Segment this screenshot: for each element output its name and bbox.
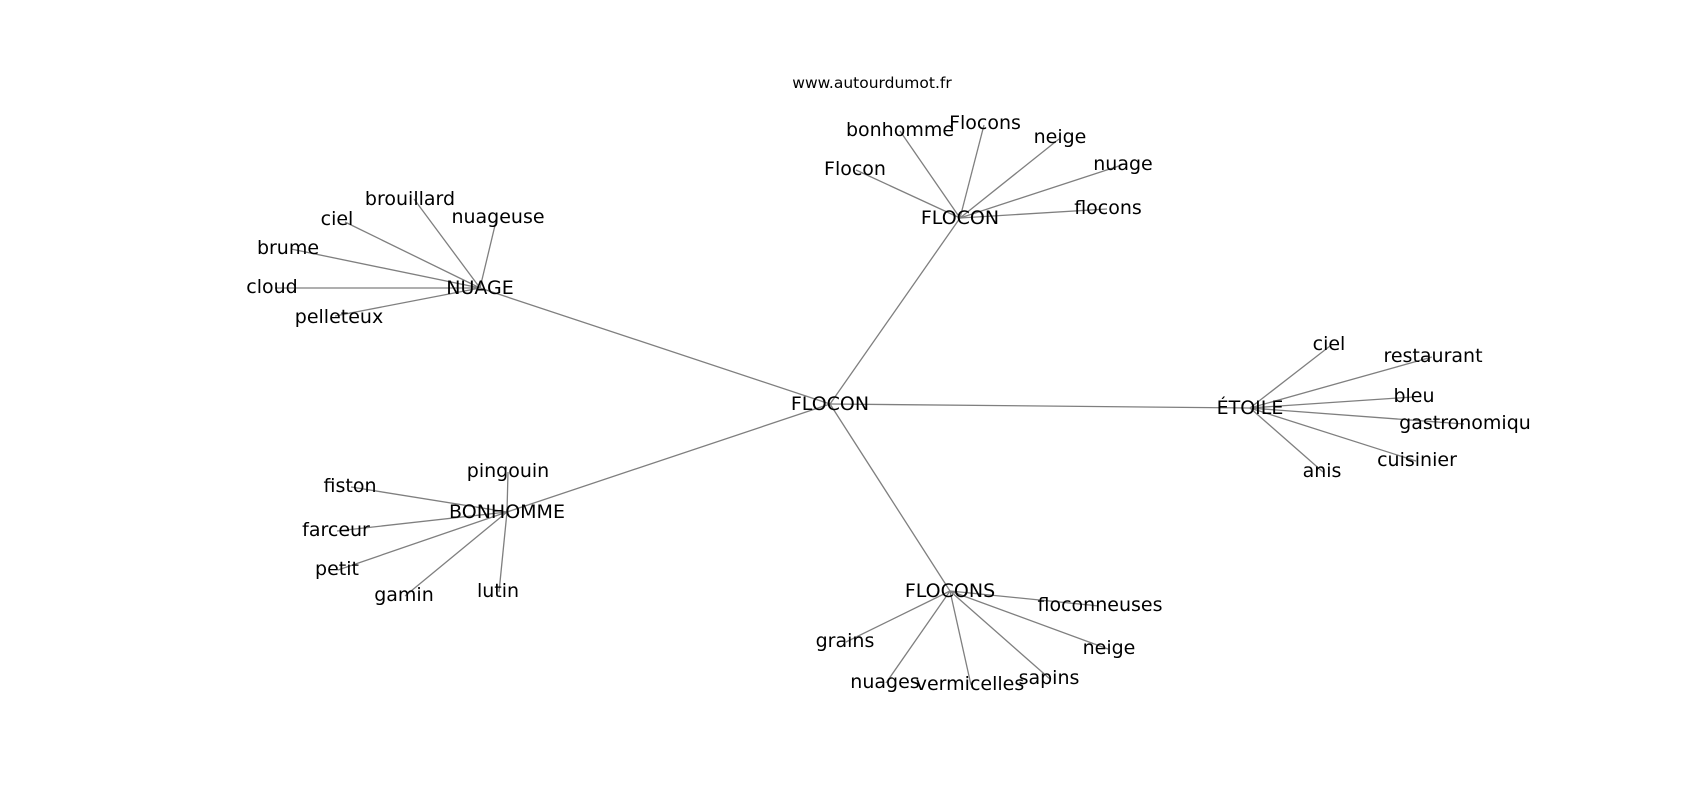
node-hub-etoile: ÉTOILE (1217, 396, 1284, 419)
edge-root-flocon (829, 217, 961, 405)
edge-root-flocons (829, 403, 951, 592)
node-leaf-flocons-3: nuages (850, 671, 919, 693)
edge-nuage-leaf-0 (413, 198, 481, 289)
node-leaf-etoile-4: cuisinier (1377, 449, 1457, 471)
graph-edges (275, 124, 1465, 686)
edge-root-etoile (829, 403, 1251, 409)
edge-bonhomme-leaf-2 (336, 511, 508, 532)
edge-flocons-leaf-3 (885, 590, 951, 684)
edge-flocons-leaf-1 (845, 590, 951, 643)
node-leaf-flocons-4: vermicelles (916, 673, 1024, 695)
edge-etoile-leaf-1 (1249, 356, 1433, 409)
edge-etoile-leaf-3 (1249, 407, 1465, 425)
node-hub-flocon: FLOCON (921, 207, 999, 229)
node-leaf-flocons-1: grains (816, 630, 875, 652)
node-leaf-nuage-3: brume (257, 237, 319, 259)
edge-flocons-leaf-2 (949, 590, 1109, 650)
node-leaf-etoile-1: restaurant (1383, 345, 1482, 367)
node-leaf-bonhomme-3: petit (315, 558, 359, 580)
edge-flocons-leaf-0 (949, 590, 1100, 607)
edge-etoile-leaf-0 (1249, 345, 1331, 409)
edge-nuage-leaf-5 (334, 287, 481, 317)
node-leaf-etoile-0: ciel (1313, 333, 1346, 355)
edge-nuage-leaf-2 (344, 221, 481, 289)
node-leaf-bonhomme-5: lutin (477, 580, 519, 602)
edge-flocon-leaf-1 (959, 124, 985, 219)
node-leaf-etoile-2: bleu (1393, 385, 1434, 407)
edge-bonhomme-leaf-1 (350, 486, 508, 513)
node-leaf-flocon-1: Flocons (949, 112, 1021, 134)
node-leaf-flocon-3: nuage (1093, 153, 1152, 175)
node-leaf-flocons-5: sapins (1019, 667, 1080, 689)
node-leaf-flocon-4: Flocon (824, 158, 886, 180)
edge-nuage-leaf-3 (290, 248, 481, 289)
node-leaf-nuage-2: ciel (321, 208, 354, 230)
graph-labels: FLOCONNUAGEbrouillardnuageusecielbrumecl… (246, 112, 1531, 695)
node-leaf-flocon-0: bonhomme (846, 119, 954, 141)
edge-flocons-leaf-4 (949, 590, 972, 686)
node-leaf-flocons-0: floconneuses (1038, 594, 1163, 616)
edge-flocons-leaf-5 (949, 590, 1051, 680)
edge-bonhomme-leaf-5 (498, 511, 508, 593)
node-hub-flocons: FLOCONS (905, 580, 995, 602)
node-hub-bonhomme: BONHOMME (449, 501, 565, 523)
edge-root-bonhomme (506, 403, 831, 513)
edge-flocon-leaf-3 (959, 164, 1123, 219)
node-leaf-nuage-1: nuageuse (451, 206, 544, 228)
edge-flocon-leaf-2 (959, 138, 1060, 219)
edge-flocon-leaf-4 (855, 169, 961, 219)
edge-flocon-leaf-5 (959, 208, 1108, 219)
edge-bonhomme-leaf-3 (337, 511, 508, 571)
edge-bonhomme-leaf-4 (404, 511, 508, 597)
node-leaf-flocons-2: neige (1083, 637, 1136, 659)
node-leaf-bonhomme-4: gamin (374, 584, 434, 606)
source-label: www.autourdumot.fr (792, 74, 952, 92)
node-leaf-bonhomme-2: farceur (302, 519, 370, 541)
node-leaf-bonhomme-1: fiston (324, 475, 377, 497)
edge-root-nuage (479, 287, 831, 405)
node-hub-nuage: NUAGE (446, 277, 514, 299)
edge-etoile-leaf-4 (1249, 407, 1417, 462)
edge-nuage-leaf-1 (479, 216, 498, 289)
node-leaf-nuage-0: brouillard (365, 188, 455, 210)
node-leaf-bonhomme-0: pingouin (467, 460, 549, 482)
edge-flocon-leaf-0 (899, 130, 961, 219)
edge-etoile-leaf-5 (1249, 407, 1324, 473)
node-leaf-flocon-5: flocons (1074, 197, 1142, 219)
edge-bonhomme-leaf-0 (506, 471, 509, 513)
node-leaf-etoile-5: anis (1303, 460, 1342, 482)
node-leaf-nuage-4: cloud (246, 276, 297, 298)
node-leaf-nuage-5: pelleteux (295, 306, 383, 328)
node-root: FLOCON (791, 393, 869, 415)
node-leaf-etoile-3: gastronomiqu (1399, 412, 1531, 434)
edge-etoile-leaf-2 (1249, 396, 1414, 409)
node-leaf-flocon-2: neige (1034, 126, 1087, 148)
